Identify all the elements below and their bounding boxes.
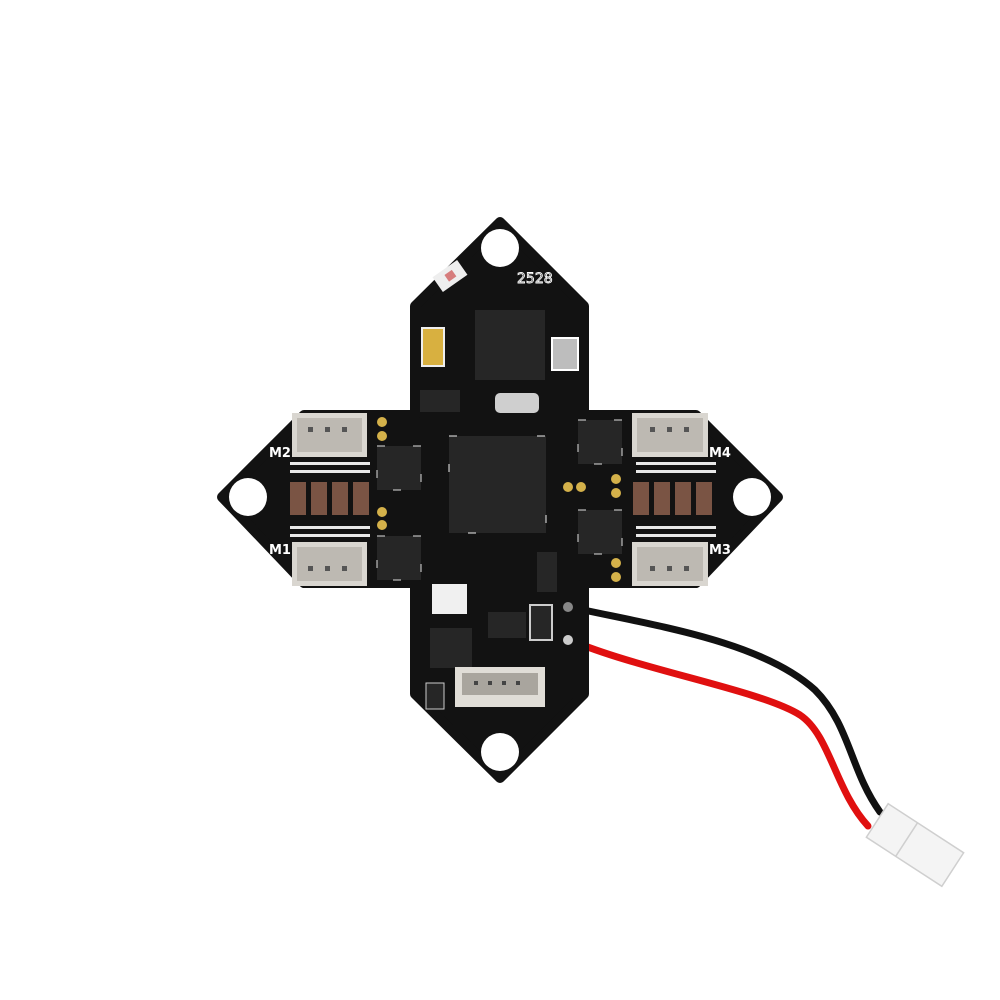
battery-connector (865, 802, 965, 888)
motor-connector-m3 (632, 542, 708, 586)
wire-red (566, 636, 872, 830)
regulator-2 (488, 612, 526, 638)
motor-label-m4: M4 (709, 446, 731, 461)
mosfet-2 (376, 535, 422, 581)
motor-connector-m1 (292, 542, 367, 586)
mounting-hole-left (229, 478, 267, 516)
wire-black (566, 603, 884, 816)
mounting-hole-bottom (481, 733, 519, 771)
motor-connectors (292, 413, 708, 586)
mounting-hole-right (733, 478, 771, 516)
regulator (420, 390, 460, 412)
chips (376, 310, 623, 710)
motor-label-m1: M1 (269, 543, 291, 558)
mosfet-3 (577, 419, 623, 465)
mounting-holes (229, 229, 771, 771)
motor-connector-m2 (292, 413, 367, 457)
silkscreen-code: 2528 (517, 271, 553, 287)
small-diode (425, 682, 445, 710)
capacitors (290, 482, 712, 515)
receiver-connector (455, 667, 545, 707)
mcu-chip (448, 435, 547, 534)
motor-label-m3: M3 (709, 543, 731, 558)
motor-connector-m4 (632, 413, 708, 457)
white-component (432, 584, 467, 614)
transistor (537, 552, 557, 592)
boot-button (421, 327, 445, 367)
mounting-hole-top (481, 229, 519, 267)
mosfet-1 (376, 445, 422, 491)
power-chip (430, 628, 472, 668)
gyro-chip (475, 310, 545, 380)
power-cable (566, 603, 965, 888)
crystal (495, 393, 539, 413)
motor-label-m2: M2 (269, 446, 291, 461)
led (432, 260, 468, 292)
diode (529, 604, 553, 641)
solder-pads (377, 417, 621, 582)
solder-joint-black (563, 602, 573, 612)
solder-joint-red (563, 635, 573, 645)
resistor-arrays (290, 462, 716, 537)
mosfet-4 (577, 509, 623, 555)
barometer (551, 337, 579, 371)
